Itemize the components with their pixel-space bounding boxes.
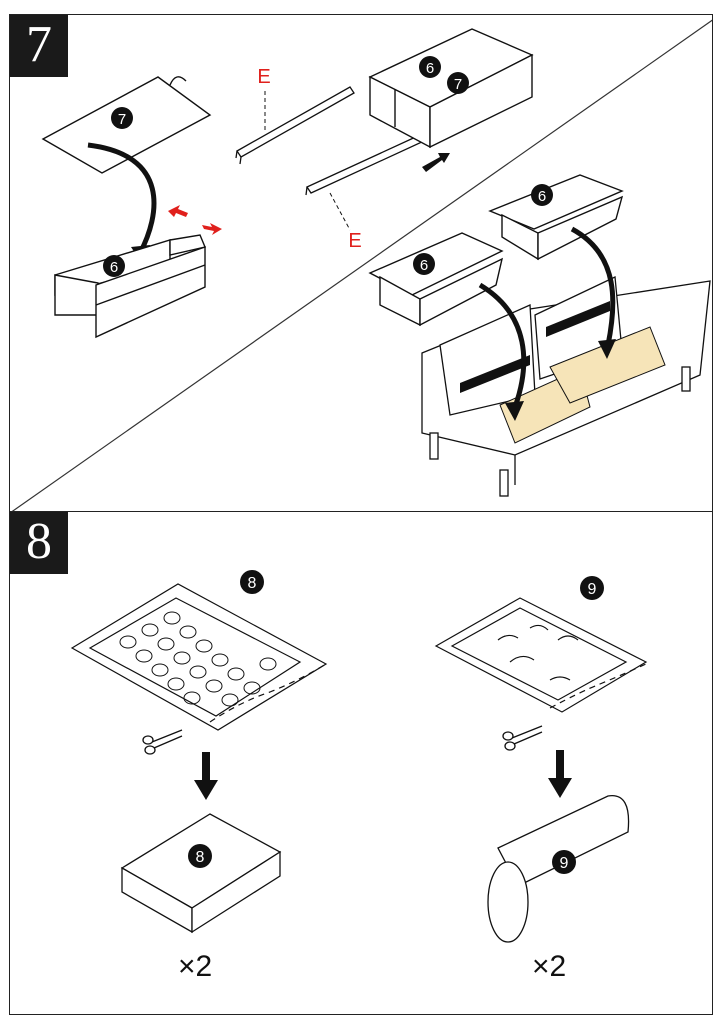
label-e-bottom: E [348,230,361,252]
arrow-drawer-right-into-sofa [570,226,616,346]
arrow-down-right [548,750,572,798]
badge-6-drawer-right: 6 [531,184,553,206]
pillow-quantity: ×2 [532,950,567,983]
badge-7-top-drawer: 7 [447,72,469,94]
step-number-7: 7 [10,15,68,77]
badge-9-package: 9 [580,576,604,600]
step-number-8: 8 [10,512,68,574]
step-7-illustration: 7 6 E [11,19,712,511]
scissors-icon-right [502,725,543,751]
step-7-panel: 7 7 6 [9,14,713,512]
drawer-open [54,234,206,339]
badge-7-lid-label: 7 [118,111,126,128]
badge-7-top-drawer-label: 7 [454,76,462,93]
diagonal-divider [11,19,712,511]
badge-6-drawer-right-label: 6 [538,188,546,205]
badge-6-top-drawer: 6 [419,56,441,78]
cushion-spring-pattern [119,611,277,707]
badge-8-cushion: 8 [188,844,212,868]
arrow-lid-to-drawer [87,142,157,255]
drawer-box-top [368,28,534,149]
badge-6-drawer-left-label: 6 [420,257,428,274]
label-e-top: E [257,66,270,88]
badge-8-package: 8 [240,570,264,594]
badge-6-top-drawer-label: 6 [426,60,434,77]
badge-6-drawer-left: 6 [413,253,435,275]
step-8-panel: 8 8 [9,512,713,1015]
red-arrows [168,205,222,235]
cushion-quantity: ×2 [178,950,213,983]
badge-8-package-label: 8 [248,575,257,592]
badge-9-package-label: 9 [588,581,597,598]
arrow-rail-insert [422,153,450,172]
leader-e-bottom [329,192,351,231]
badge-9-pillow-label: 9 [560,855,569,872]
arrow-drawer-left-into-sofa [478,282,527,408]
badge-6-open-drawer: 6 [103,255,125,277]
packaged-cushion [70,583,328,731]
divider-bar-left [460,355,530,393]
rail-e-top [235,86,355,165]
badge-7-lid: 7 [111,107,133,129]
step-8-illustration: 8 8 [70,570,648,943]
badge-8-cushion-label: 8 [196,849,205,866]
drawer-box-left [368,232,504,327]
seat-cushion [120,813,282,934]
badge-6-open-drawer-label: 6 [110,259,118,276]
badge-9-pillow: 9 [552,850,576,874]
divider-bar-right [546,301,610,337]
sofa-storage-wood [499,326,666,444]
drawer-box-right [488,174,624,261]
scissors-icon-left [142,729,183,755]
rail-e-bottom [305,134,425,196]
bolster-pillow [487,795,630,943]
arrow-down-left [194,752,218,800]
packaged-pillow [434,597,648,713]
